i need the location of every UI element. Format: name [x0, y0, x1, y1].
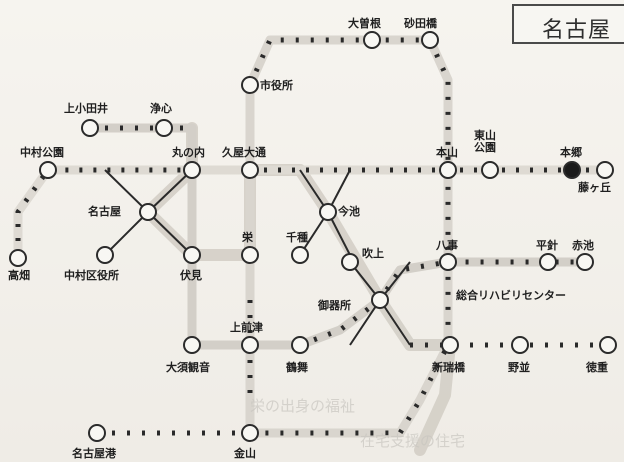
- station-imaike[interactable]: [319, 203, 337, 221]
- label-chikusa: 千種: [286, 231, 308, 244]
- station-kanayama[interactable]: [241, 424, 259, 442]
- station-fushimi[interactable]: [183, 246, 201, 264]
- label-joshin: 浄心: [150, 102, 172, 115]
- label-yagoto: 八事: [436, 239, 458, 252]
- label-hisaya-odori: 久屋大通: [222, 146, 266, 159]
- background-text-1: 栄の出身の福祉: [250, 397, 356, 415]
- label-kamiotai: 上小田井: [64, 102, 108, 115]
- label-fukiage: 吹上: [362, 247, 384, 260]
- label-hongo: 本郷: [560, 146, 582, 159]
- label-higashiyama-koen: 東山 公園: [474, 129, 496, 154]
- label-fushimi: 伏見: [180, 269, 202, 282]
- label-ozone: 大曽根: [348, 17, 381, 30]
- station-kamimaezu[interactable]: [241, 336, 259, 354]
- background-text-2: 在宅支援の住宅: [360, 432, 466, 450]
- label-gokiso: 御器所: [318, 299, 351, 312]
- tsurumai-dashes: [90, 125, 585, 348]
- station-marunouchi[interactable]: [183, 161, 201, 179]
- station-kamiotai[interactable]: [81, 119, 99, 137]
- label-kamimaezu: 上前津: [230, 321, 263, 334]
- map-title: 名古屋: [542, 18, 612, 43]
- station-takabata[interactable]: [9, 249, 27, 267]
- label-hirabari: 平針: [536, 239, 558, 252]
- station-tokushige[interactable]: [599, 336, 617, 354]
- label-fujigaoka: 藤ヶ丘: [578, 181, 611, 194]
- station-ozone[interactable]: [363, 31, 381, 49]
- station-nagoya[interactable]: [139, 203, 157, 221]
- label-motoyama: 本山: [436, 146, 458, 159]
- label-takabata: 高畑: [8, 269, 30, 282]
- station-joshin[interactable]: [155, 119, 173, 137]
- station-nagoyako[interactable]: [88, 424, 106, 442]
- station-markers: [9, 31, 617, 442]
- label-imaike: 今池: [338, 205, 360, 218]
- station-hirabari[interactable]: [539, 253, 557, 271]
- station-hongo[interactable]: [563, 161, 581, 179]
- label-nagoyako: 名古屋港: [72, 447, 116, 460]
- station-nonami[interactable]: [511, 336, 529, 354]
- station-tsurumai[interactable]: [291, 336, 309, 354]
- meijo-dashes: [247, 37, 451, 436]
- label-nakamura-kuyakusho: 中村区役所: [64, 269, 119, 282]
- station-akaike[interactable]: [576, 253, 594, 271]
- station-fukiage[interactable]: [341, 253, 359, 271]
- label-sakae: 栄: [242, 231, 253, 244]
- station-shiyakusho[interactable]: [241, 76, 259, 94]
- station-motoyama[interactable]: [439, 161, 457, 179]
- station-gokiso[interactable]: [371, 291, 389, 309]
- label-nakamura-koen: 中村公園: [20, 146, 64, 159]
- label-marunouchi: 丸の内: [172, 146, 205, 159]
- station-higashiyama-koen[interactable]: [481, 161, 499, 179]
- label-osu-kannon: 大須観音: [166, 361, 210, 374]
- label-kanayama: 金山: [234, 447, 256, 460]
- station-fujigaoka[interactable]: [596, 161, 614, 179]
- station-sunadabashi[interactable]: [421, 31, 439, 49]
- station-osu-kannon[interactable]: [183, 336, 201, 354]
- label-tokushige: 徳重: [586, 361, 608, 374]
- station-nakamura-kuyakusho[interactable]: [96, 246, 114, 264]
- station-aratamabashi[interactable]: [441, 336, 459, 354]
- station-hisaya-odori[interactable]: [241, 161, 259, 179]
- label-shiyakusho: 市役所: [260, 79, 293, 92]
- station-nakamura-koen[interactable]: [39, 161, 57, 179]
- label-nonami: 野並: [508, 361, 530, 374]
- station-yagoto[interactable]: [439, 253, 457, 271]
- title-box: [512, 4, 624, 44]
- station-sakae[interactable]: [241, 246, 259, 264]
- label-sunadabashi: 砂田橋: [404, 17, 437, 30]
- label-tsurumai: 鶴舞: [286, 361, 308, 374]
- label-aratamabashi: 新瑞橋: [432, 361, 465, 374]
- label-nagoya: 名古屋: [88, 205, 121, 218]
- station-chikusa[interactable]: [291, 246, 309, 264]
- label-akaike: 赤池: [572, 239, 594, 252]
- label-sogo-rehab: 総合リハビリセンター: [456, 289, 566, 302]
